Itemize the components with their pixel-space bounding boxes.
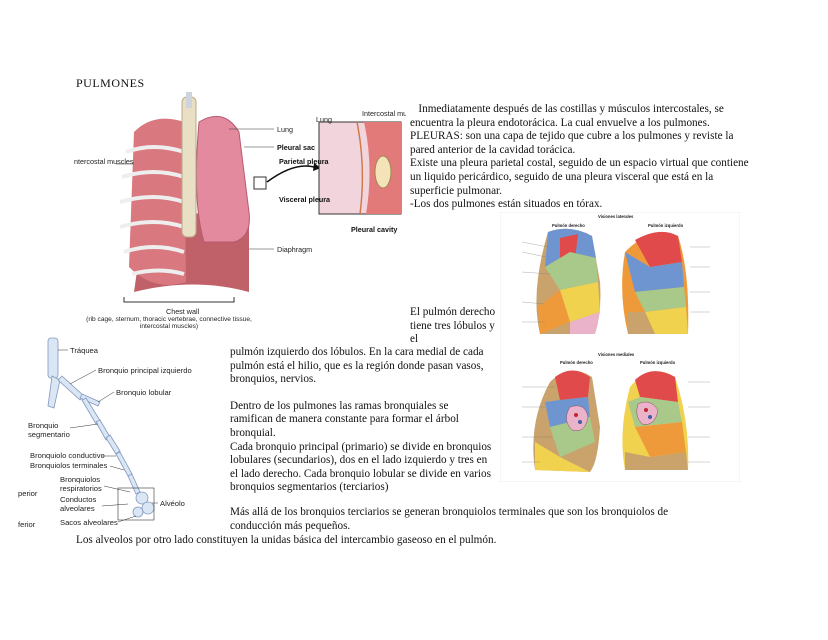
left-lung-paragraph: pulmón izquierdo dos lóbulos. En la cara… bbox=[230, 346, 484, 386]
label-alveolo: Alvéolo bbox=[160, 499, 185, 508]
label-bronquio-segmentario-2: segmentario bbox=[28, 430, 70, 439]
right-lung-medial bbox=[533, 370, 600, 472]
label-lateral-views: Visiones laterales bbox=[598, 214, 634, 219]
label-intercostal-muscle: Intercostal muscle bbox=[362, 109, 406, 118]
bronchi-paragraph-1: Dentro de los pulmones las ramas bronqui… bbox=[230, 399, 459, 439]
label-bronquiolos-respiratorios-1: Bronquiolos bbox=[60, 475, 100, 484]
label-chest-wall: Chest wall bbox=[166, 307, 200, 316]
label-right-lung-top: Pulmón derecho bbox=[552, 223, 585, 228]
label-lung: Lung bbox=[277, 125, 293, 134]
lung-lobes-figure: Visiones laterales Pulmón derecho Pulmón… bbox=[500, 212, 740, 482]
intro-paragraph-1: Inmediatamente después de las costillas … bbox=[410, 103, 724, 129]
label-lung-inset: Lung bbox=[316, 115, 332, 124]
label-bronquiolos-respiratorios-2: respiratorios bbox=[60, 484, 102, 493]
label-conductos-alveolares-2: alveolares bbox=[60, 504, 95, 513]
bronchi-paragraph-2: Cada bronquio principal (primario) se di… bbox=[230, 440, 492, 494]
intro-paragraph-4: -Los dos pulmones están situados en tóra… bbox=[410, 198, 603, 211]
label-sacos-alveolares: Sacos alveolares bbox=[60, 518, 118, 527]
bronchial-tree bbox=[47, 337, 155, 518]
label-inferior-cut: ferior bbox=[18, 520, 36, 529]
bronchi-text: pulmón izquierdo dos lóbulos. En la cara… bbox=[230, 346, 492, 495]
label-traquea: Tráquea bbox=[70, 346, 99, 355]
label-pleural-cavity: Pleural cavity bbox=[351, 225, 397, 234]
lung-shape bbox=[195, 115, 250, 243]
right-lung-text: El pulmón derecho tiene tres lóbulos y e… bbox=[410, 306, 496, 346]
bronchial-tree-figure: Tráquea Bronquio principal izquierdo Bro… bbox=[18, 337, 192, 529]
bronchioles-text: Más allá de los bronquios terciarios se … bbox=[230, 506, 669, 532]
leader-lines bbox=[521, 241, 710, 463]
thorax-figure: Intercostal muscles Lung Pleural sac Par… bbox=[74, 92, 406, 330]
label-parietal-pleura: Parietal pleura bbox=[279, 157, 330, 166]
label-right-lung-bottom: Pulmón derecho bbox=[560, 360, 593, 365]
right-lung-lateral bbox=[536, 228, 601, 334]
sternum-shape bbox=[181, 96, 197, 238]
intro-paragraph-2: PLEURAS: son una capa de tejido que cubr… bbox=[410, 130, 734, 156]
label-left-lung-bottom: Pulmón izquierdo bbox=[640, 360, 676, 365]
label-bronquio-lobular: Bronquio lobular bbox=[116, 388, 172, 397]
alveoli-text: Los alveolos por otro lado constituyen l… bbox=[76, 534, 497, 546]
intro-text: Inmediatamente después de las costillas … bbox=[410, 103, 760, 212]
label-diaphragm: Diaphragm bbox=[277, 245, 312, 254]
chest-wall-detail-box: (rib cage, sternum, thoracic vertebrae, … bbox=[86, 316, 252, 330]
intro-paragraph-3: Existe una pleura parietal costal, segui… bbox=[410, 157, 749, 197]
label-bronquiolos-terminales: Bronquiolos terminales bbox=[30, 461, 107, 470]
label-pleural-sac: Pleural sac bbox=[277, 143, 315, 152]
rib-cage bbox=[119, 118, 186, 285]
label-medial-views: Visiones mediales bbox=[598, 352, 635, 357]
page-title: PULMONES bbox=[76, 76, 145, 90]
label-conductos-alveolares-1: Conductos bbox=[60, 495, 97, 504]
label-bronquio-segmentario-1: Bronquio bbox=[28, 421, 58, 430]
label-left-lung-top: Pulmón izquierdo bbox=[648, 223, 684, 228]
trachea-shape bbox=[186, 92, 192, 108]
label-bronquiolo-conductivo: Bronquiolo conductivo bbox=[30, 451, 105, 460]
label-superior-cut: perior bbox=[18, 489, 38, 498]
inset-marker bbox=[253, 176, 267, 190]
left-lung-lateral bbox=[622, 231, 689, 334]
label-bronquio-principal: Bronquio principal izquierdo bbox=[98, 366, 192, 375]
label-chest-wall-detail: (rib cage, sternum, thoracic vertebrae, … bbox=[86, 316, 252, 330]
left-lung-medial bbox=[622, 371, 689, 470]
label-intercostal-muscles: Intercostal muscles bbox=[74, 157, 134, 166]
label-visceral-pleura: Visceral pleura bbox=[279, 195, 331, 204]
